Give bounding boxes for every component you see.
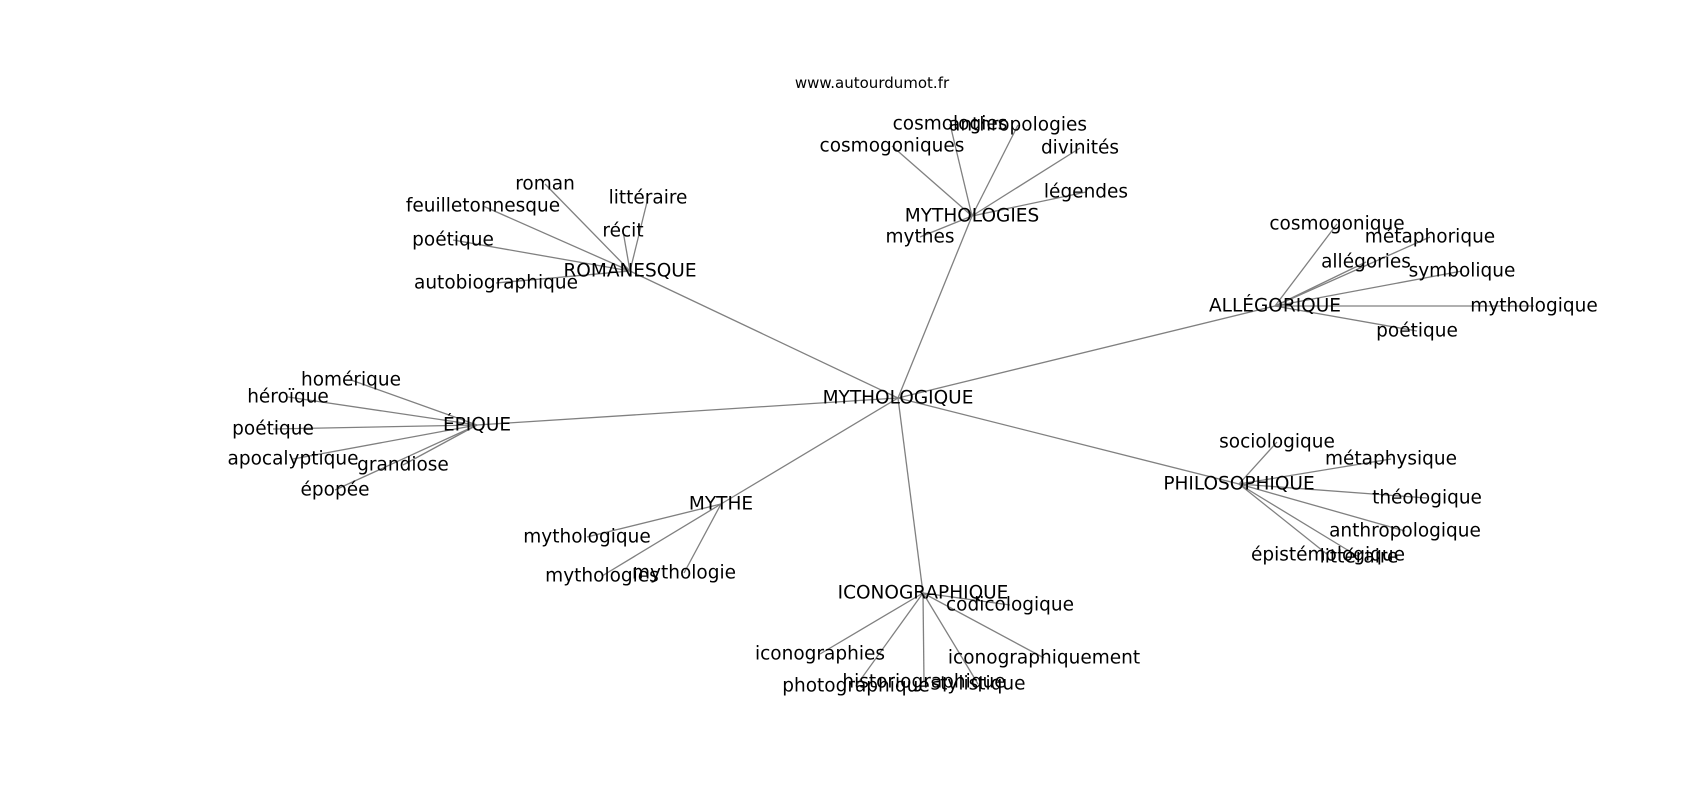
leaf-node-heroique: héroïque: [247, 387, 329, 408]
edge-root-mythe: [720, 397, 899, 505]
leaf-node-iconographiquement: iconographiquement: [948, 648, 1140, 669]
hub-node-philosophique: PHILOSOPHIQUE: [1163, 474, 1314, 495]
edge-mythologies-mythes: [919, 215, 973, 238]
edge-iconographique-stylistique: [922, 592, 979, 685]
edge-romanesque-roman: [544, 183, 631, 272]
leaf-node-anthropologies: anthropologies: [949, 115, 1087, 136]
leaf-node-grandiose: grandiose: [357, 455, 449, 476]
leaf-node-poetique: poétique: [412, 230, 494, 251]
hub-node-mythe: MYTHE: [689, 494, 753, 515]
leaf-node-metaphysique: métaphysique: [1325, 449, 1457, 470]
leaf-node-mythologie: mythologie: [632, 563, 736, 584]
root-node-mythologique: MYTHOLOGIQUE: [823, 388, 974, 409]
edge-iconographique-iconographies: [819, 592, 924, 655]
edge-philosophique-sociologique: [1238, 441, 1278, 485]
edge-philosophique-theologique: [1238, 483, 1428, 499]
edge-root-romanesque: [629, 270, 899, 399]
leaf-node-mythologique: mythologique: [1470, 296, 1597, 317]
edge-allegorique-cosmogonique: [1274, 223, 1338, 307]
edge-romanesque-recit: [622, 230, 631, 272]
leaf-node-cosmologies: cosmologies: [893, 114, 1008, 135]
edge-root-mythologies: [897, 215, 973, 399]
edge-epique-grandiose: [402, 424, 478, 466]
edge-philosophique-anthropologique: [1238, 483, 1406, 532]
leaf-node-apocalyptique: apocalyptique: [228, 449, 359, 470]
leaf-node-epistemologique: épistémologique: [1251, 545, 1405, 566]
edge-iconographique-photographique: [855, 592, 924, 687]
leaf-node-codicologique: codicologique: [946, 595, 1074, 616]
leaf-node-theologique: théologique: [1372, 488, 1482, 509]
edge-epique-homerique: [350, 379, 478, 426]
site-credit: www.autourdumot.fr: [795, 74, 950, 92]
edge-iconographique-iconographiquement: [922, 592, 1045, 659]
edge-root-allegorique: [897, 305, 1276, 399]
edge-mythe-mythologies: [601, 503, 722, 577]
leaf-node-historiographique: historiographique: [842, 672, 1005, 693]
hub-node-romanesque: ROMANESQUE: [563, 261, 696, 282]
edge-mythologies-legendes: [971, 191, 1087, 217]
leaf-node-homerique: homérique: [301, 370, 401, 391]
leaf-node-sociologique: sociologique: [1219, 432, 1335, 453]
leaf-node-litteraire: littéraire: [609, 188, 688, 209]
leaf-node-mythologies: mythologies: [545, 566, 659, 587]
edge-romanesque-poetique: [452, 239, 631, 272]
leaf-node-litteraire: littéraire: [1320, 547, 1399, 568]
leaf-node-roman: roman: [515, 174, 575, 195]
leaf-node-cosmogoniques: cosmogoniques: [820, 136, 965, 157]
leaf-node-cosmogonique: cosmogonique: [1269, 214, 1404, 235]
leaf-node-photographique: photographique: [782, 676, 930, 697]
edge-iconographique-historiographique: [922, 592, 925, 683]
edge-mythe-mythologique: [586, 503, 722, 538]
edge-epique-heroique: [287, 396, 478, 426]
leaf-node-mythes: mythes: [886, 227, 955, 248]
edge-root-epique: [476, 397, 899, 426]
leaf-node-legendes: légendes: [1044, 182, 1128, 203]
leaf-node-divinites: divinités: [1041, 138, 1119, 159]
leaf-node-iconographies: iconographies: [755, 644, 885, 665]
leaf-node-symbolique: symbolique: [1409, 261, 1516, 282]
leaf-node-epopee: épopée: [301, 480, 370, 501]
edge-root-philosophique: [897, 397, 1240, 485]
hub-node-iconographique: ICONOGRAPHIQUE: [838, 583, 1009, 604]
hub-node-mythologies: MYTHOLOGIES: [905, 206, 1039, 227]
leaf-node-recit: récit: [602, 221, 643, 242]
leaf-node-mythologique: mythologique: [523, 527, 650, 548]
leaf-node-poetique: poétique: [1376, 321, 1458, 342]
leaf-node-feuilletonnesque: feuilletonnesque: [406, 196, 560, 217]
edge-allegorique-allegories: [1274, 261, 1367, 307]
edge-mythologies-cosmologies: [949, 123, 973, 217]
leaf-node-anthropologique: anthropologique: [1329, 521, 1481, 542]
leaf-node-poetique: poétique: [232, 419, 314, 440]
leaf-node-metaphorique: métaphorique: [1365, 227, 1495, 248]
edge-allegorique-metaphorique: [1274, 236, 1431, 307]
edge-philosophique-metaphysique: [1238, 458, 1392, 485]
edge-romanesque-autobiographique: [495, 270, 631, 284]
edge-philosophique-litteraire: [1238, 483, 1360, 558]
edge-allegorique-symbolique: [1274, 270, 1463, 307]
edge-mythologies-cosmogoniques: [891, 145, 973, 217]
leaf-node-autobiographique: autobiographique: [414, 273, 578, 294]
edge-mythologies-anthropologies: [971, 124, 1019, 217]
leaf-node-allegories: allégories: [1321, 252, 1411, 273]
edge-mythe-mythologie: [683, 503, 722, 574]
edge-mythologies-divinites: [971, 147, 1081, 217]
edge-romanesque-litteraire: [629, 197, 649, 272]
edge-epique-poetique: [272, 424, 478, 430]
edge-romanesque-feuilletonnesque: [482, 205, 631, 272]
edge-epique-apocalyptique: [292, 424, 478, 460]
edge-philosophique-epistemologique: [1238, 483, 1329, 556]
graph-edges: [272, 123, 1534, 687]
graph-labels: www.autourdumot.fr MYTHOLOGIQUE ROMANESQU…: [228, 74, 1598, 697]
leaf-node-stylistique: stylistique: [930, 674, 1025, 695]
edge-allegorique-poetique: [1274, 305, 1418, 332]
hub-node-epique: ÉPIQUE: [443, 414, 511, 436]
hub-node-allegorique: ALLÉGORIQUE: [1209, 295, 1341, 317]
edge-root-iconographique: [897, 397, 924, 594]
edge-epique-epopee: [334, 424, 478, 491]
edge-iconographique-codicologique: [922, 592, 1011, 606]
